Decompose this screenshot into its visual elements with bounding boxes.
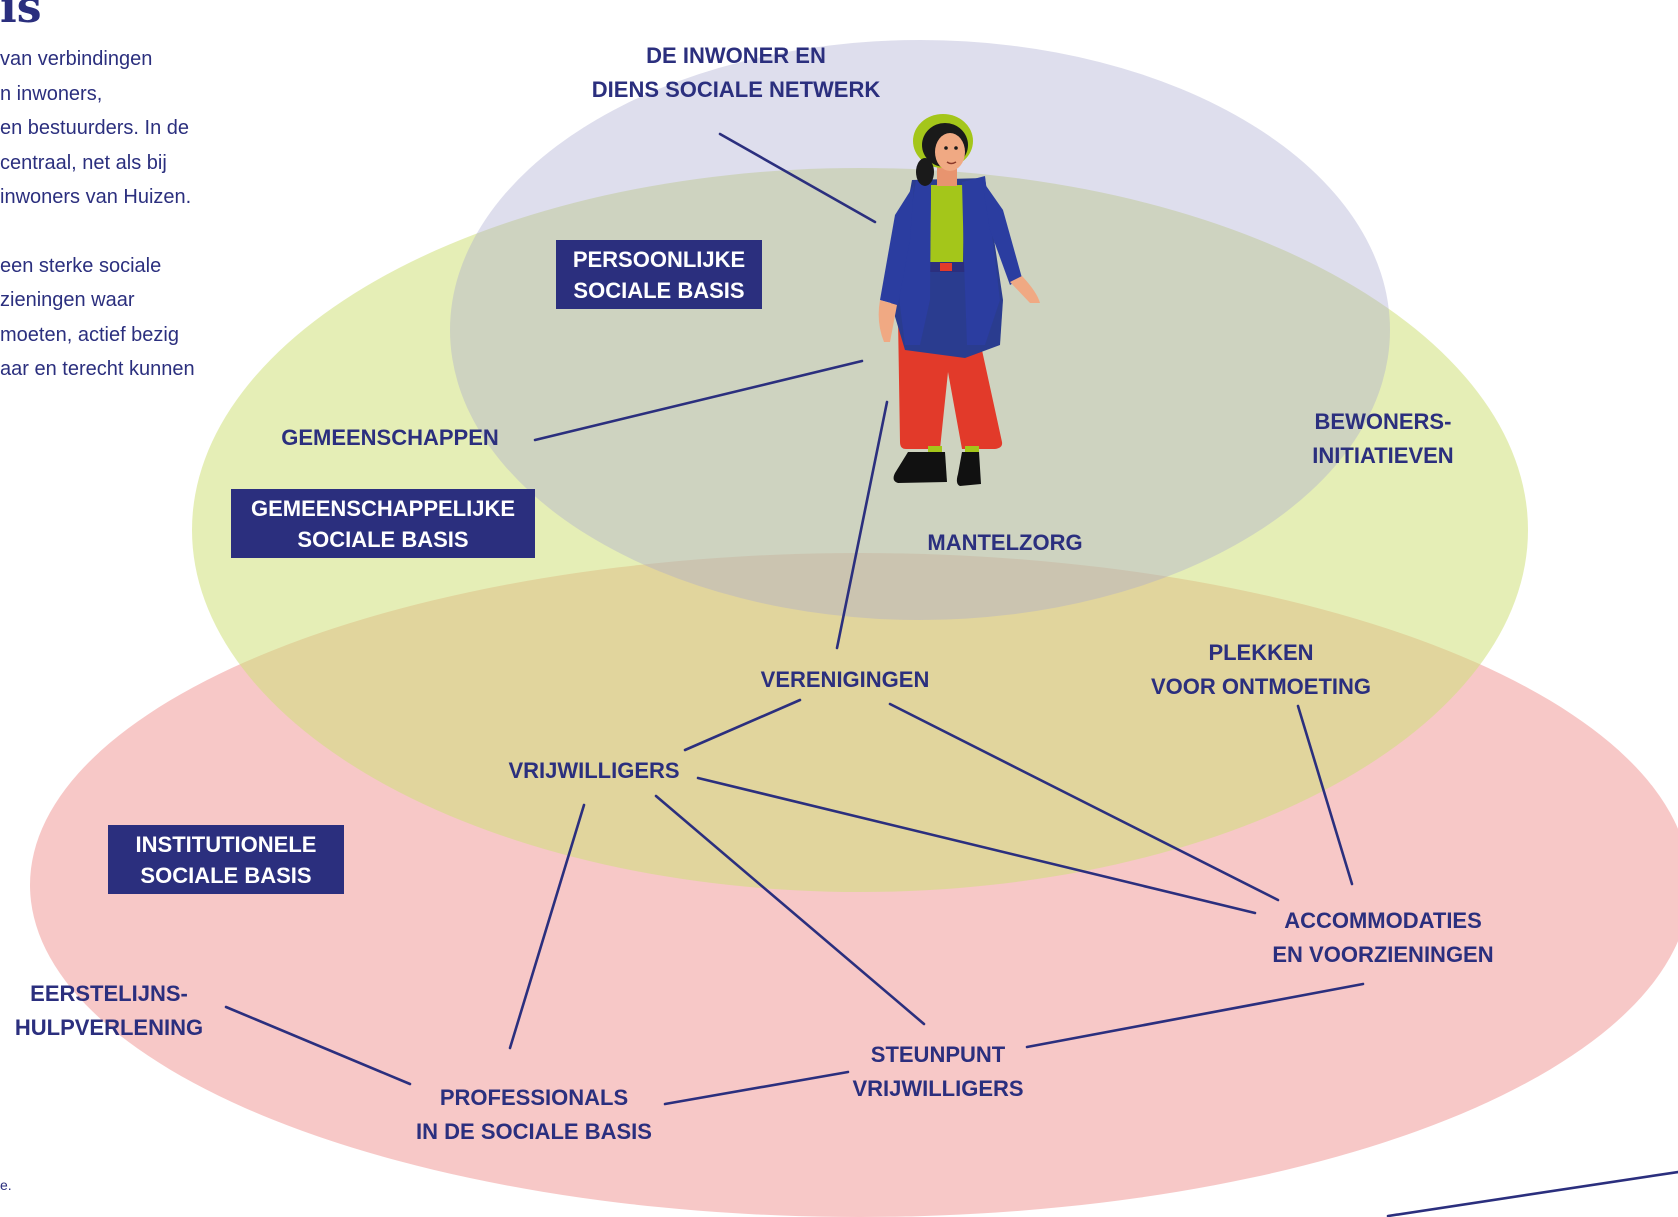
intro-line: van verbindingen: [0, 48, 153, 70]
label-line: IN DE SOCIALE BASIS: [416, 1119, 652, 1144]
label-line: EN VOORZIENINGEN: [1272, 942, 1494, 967]
intro-line: zieningen waar: [0, 289, 135, 311]
label-line: STEUNPUNT: [870, 1042, 1006, 1067]
paragraph-gap: [0, 215, 195, 249]
label-line: BEWONERS-: [1314, 409, 1452, 434]
line-vrijwilligers-accommodaties: [696, 776, 1257, 915]
line-vrijwilligers-steunpunt: [654, 794, 926, 1026]
label-gemeenschappen: GEMEENSCHAPPEN: [250, 421, 530, 455]
label-line: HULPVERLENING: [14, 1015, 204, 1040]
label-verenigingen: VERENIGINGEN: [730, 663, 960, 697]
label-vrijwilligers: VRIJWILLIGERS: [479, 754, 709, 788]
line-vrijwilligers-professionals: [508, 803, 586, 1050]
intro-line: n inwoners,: [0, 82, 103, 105]
box-gemeenschappelijke-sociale-basis: GEMEENSCHAPPELIJKE SOCIALE BASIS: [231, 489, 535, 558]
intro-line: centraal, net als bij: [0, 151, 167, 174]
label-line: PLEKKEN: [1208, 640, 1314, 665]
connector-lines: [224, 132, 1678, 1217]
box-institutionele-sociale-basis: INSTITUTIONELE SOCIALE BASIS: [108, 825, 344, 894]
label-line: DE INWONER EN: [646, 43, 826, 68]
line-verenigingen-vrijwilligers: [683, 698, 802, 752]
label-line: MANTELZORG: [927, 530, 1083, 555]
line-verenigingen-accommodaties: [888, 702, 1280, 902]
intro-line: moeten, actief bezig: [0, 323, 179, 346]
label-steunpunt-vrijwilligers: STEUNPUNT VRIJWILLIGERS: [818, 1038, 1058, 1106]
label-eerstelijns-hulpverlening: EERSTELIJNS- HULPVERLENING: [0, 977, 218, 1045]
line-professionals-steunpunt: [663, 1070, 850, 1106]
box-line: INSTITUTIONELE: [135, 831, 317, 857]
line-corner-accent: [1386, 1170, 1678, 1217]
label-line: VERENIGINGEN: [760, 667, 930, 692]
intro-line: aar en terecht kunnen: [0, 358, 195, 380]
label-line: GEMEENSCHAPPEN: [281, 425, 499, 450]
intro-line: een sterke sociale: [0, 254, 162, 277]
page-title-fragment: is: [0, 0, 42, 33]
label-professionals: PROFESSIONALS IN DE SOCIALE BASIS: [384, 1081, 684, 1149]
line-eerstelijns-professionals: [224, 1005, 412, 1086]
label-line: VRIJWILLIGERS: [852, 1076, 1024, 1101]
label-line: PROFESSIONALS: [439, 1085, 629, 1110]
box-line: GEMEENSCHAPPELIJKE: [250, 495, 516, 521]
label-accommodaties: ACCOMMODATIES EN VOORZIENINGEN: [1238, 904, 1528, 972]
box-line: SOCIALE BASIS: [573, 277, 745, 303]
box-line: SOCIALE BASIS: [140, 862, 312, 888]
label-plekken-voor-ontmoeting: PLEKKEN VOOR ONTMOETING: [1111, 636, 1411, 704]
label-bewonersinitiatieven: BEWONERS- INITIATIEVEN: [1263, 405, 1503, 473]
intro-text: van verbindingen n inwoners, en bestuurd…: [0, 42, 195, 387]
label-mantelzorg: MANTELZORG: [880, 526, 1130, 560]
intro-line: en bestuurders. In de: [0, 117, 190, 139]
label-line: VRIJWILLIGERS: [508, 758, 680, 783]
label-line: VOOR ONTMOETING: [1151, 674, 1371, 699]
label-line: DIENS SOCIALE NETWERK: [591, 77, 881, 102]
line-inwoner-figure: [718, 132, 877, 224]
box-line: PERSOONLIJKE: [572, 246, 746, 272]
line-gemeenschappen-figure: [533, 359, 864, 442]
intro-line: inwoners van Huizen.: [0, 186, 192, 208]
label-line: ACCOMMODATIES: [1284, 908, 1482, 933]
label-line: INITIATIEVEN: [1312, 443, 1454, 468]
person-illustration: [878, 114, 1040, 486]
footnote-fragment: e.: [0, 1177, 12, 1193]
line-steunpunt-accommodaties: [1025, 982, 1365, 1049]
line-figure-verenigingen: [835, 400, 889, 650]
box-persoonlijke-sociale-basis: PERSOONLIJKE SOCIALE BASIS: [556, 240, 762, 309]
label-inwoner-netwerk: DE INWONER EN DIENS SOCIALE NETWERK: [566, 39, 906, 107]
label-line: EERSTELIJNS-: [30, 981, 188, 1006]
line-plekken-accommodaties: [1296, 704, 1354, 886]
box-line: SOCIALE BASIS: [297, 526, 469, 552]
